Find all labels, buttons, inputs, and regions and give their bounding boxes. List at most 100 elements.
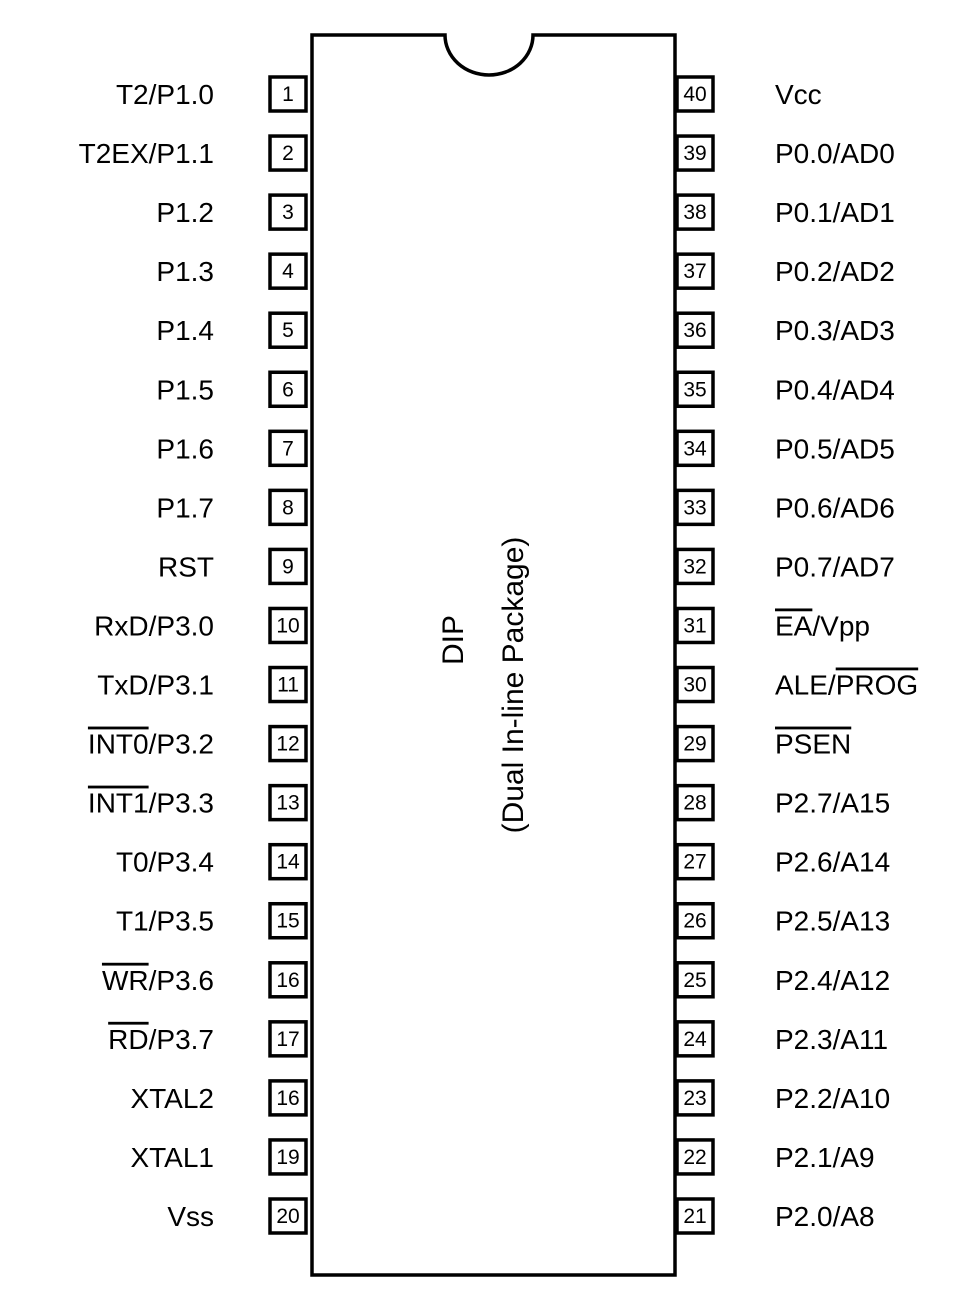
pin-box <box>675 370 715 409</box>
label-segment: T2/P1.0 <box>116 79 214 110</box>
pin-box <box>268 783 308 822</box>
pin-number: 4 <box>282 260 294 283</box>
pin-number: 7 <box>282 437 294 460</box>
pin-number: 16 <box>276 969 299 992</box>
pin-number: 11 <box>277 674 299 697</box>
pin-box <box>675 1020 715 1058</box>
label-segment: /P3.2 <box>149 729 214 760</box>
label-segment: T0/P3.4 <box>116 847 214 878</box>
label-segment: P2.7/A15 <box>775 788 890 819</box>
pin-box <box>268 901 308 940</box>
pin-label: Vss <box>167 1201 214 1232</box>
pin-number: 32 <box>683 555 706 578</box>
pin-label: P1.6 <box>156 433 214 464</box>
label-segment: P1.2 <box>156 197 214 228</box>
chip-body <box>310 33 677 1277</box>
pin-box <box>675 665 715 704</box>
label-segment: T2EX/P1.1 <box>79 138 214 169</box>
pin-number: 31 <box>683 614 706 637</box>
active-low-signal: EA <box>775 610 813 641</box>
pin-box <box>268 75 308 113</box>
pin-label: Vcc <box>775 79 822 110</box>
pin-box <box>675 311 715 349</box>
pin-label: P0.0/AD0 <box>775 138 895 169</box>
label-segment: P2.5/A13 <box>775 906 890 937</box>
pin-number: 33 <box>683 496 706 519</box>
pin-box <box>675 547 715 586</box>
pin-label: WR/P3.6 <box>102 965 214 996</box>
pin-15: 15 T1/P3.5 <box>116 901 308 940</box>
pin-label: P0.2/AD2 <box>775 256 895 287</box>
pin-box <box>268 134 308 172</box>
active-low-signal: RD <box>108 1024 148 1055</box>
pin-label: P2.5/A13 <box>775 906 890 937</box>
pin-number: 36 <box>683 319 706 342</box>
pin-label: PSEN <box>775 729 851 760</box>
pin-box <box>675 901 715 940</box>
pin-number: 8 <box>282 496 294 519</box>
label-segment: /P3.6 <box>149 965 214 996</box>
pin-label: T0/P3.4 <box>116 847 214 878</box>
pin-label: P0.4/AD4 <box>775 374 895 405</box>
pin-box <box>675 1138 715 1176</box>
label-segment: P2.2/A10 <box>775 1083 890 1114</box>
pin-label: ALE/PROG <box>775 670 918 701</box>
pin-box <box>675 75 715 113</box>
pin-box <box>268 842 308 881</box>
pin-1: 1T2/P1.0 <box>116 75 308 113</box>
pin-box <box>675 1197 715 1235</box>
label-segment: T1/P3.5 <box>116 906 214 937</box>
label-segment: P2.1/A9 <box>775 1142 875 1173</box>
pin-number: 15 <box>276 910 299 933</box>
active-low-signal: PSEN <box>775 729 851 760</box>
pin-box <box>675 961 715 999</box>
pin-number: 38 <box>683 201 706 224</box>
active-low-signal: INT1 <box>88 788 149 819</box>
pin-label: RxD/P3.0 <box>94 610 214 641</box>
pin-16: 16 WR/P3.6 <box>102 961 308 999</box>
label-segment: ALE/ <box>775 670 836 701</box>
pin-box <box>268 193 308 231</box>
pin-number: 14 <box>276 851 300 874</box>
label-segment: P0.2/AD2 <box>775 256 895 287</box>
pin-17: 17 RD/P3.7 <box>108 1020 308 1058</box>
label-segment: P1.7 <box>156 492 214 523</box>
label-segment: RxD/P3.0 <box>94 610 214 641</box>
active-low-signal: PROG <box>836 670 918 701</box>
pin-number: 12 <box>276 733 299 756</box>
pin-box <box>675 134 715 172</box>
pin-box <box>675 724 715 763</box>
pin-box <box>675 429 715 468</box>
label-segment: RST <box>158 551 214 582</box>
pin-7: 7 P1.6 <box>156 429 308 468</box>
label-segment: P0.3/AD3 <box>775 315 895 346</box>
pin-number: 28 <box>683 792 706 815</box>
pin-label: T1/P3.5 <box>116 906 214 937</box>
label-segment: P0.1/AD1 <box>775 197 895 228</box>
label-segment: Vcc <box>775 79 822 110</box>
label-segment: XTAL2 <box>130 1083 214 1114</box>
pin-label: XTAL1 <box>130 1142 214 1173</box>
label-segment: P0.4/AD4 <box>775 374 895 405</box>
pin-box <box>268 488 308 527</box>
label-segment: /P3.7 <box>149 1024 214 1055</box>
pin-36: 36 P0.3/AD3 <box>675 311 895 349</box>
pin-3: 3P1.2 <box>156 193 308 231</box>
pin-number: 17 <box>276 1028 299 1051</box>
pin-box <box>268 961 308 999</box>
pin-box <box>268 724 308 763</box>
label-segment: TxD/P3.1 <box>97 670 214 701</box>
